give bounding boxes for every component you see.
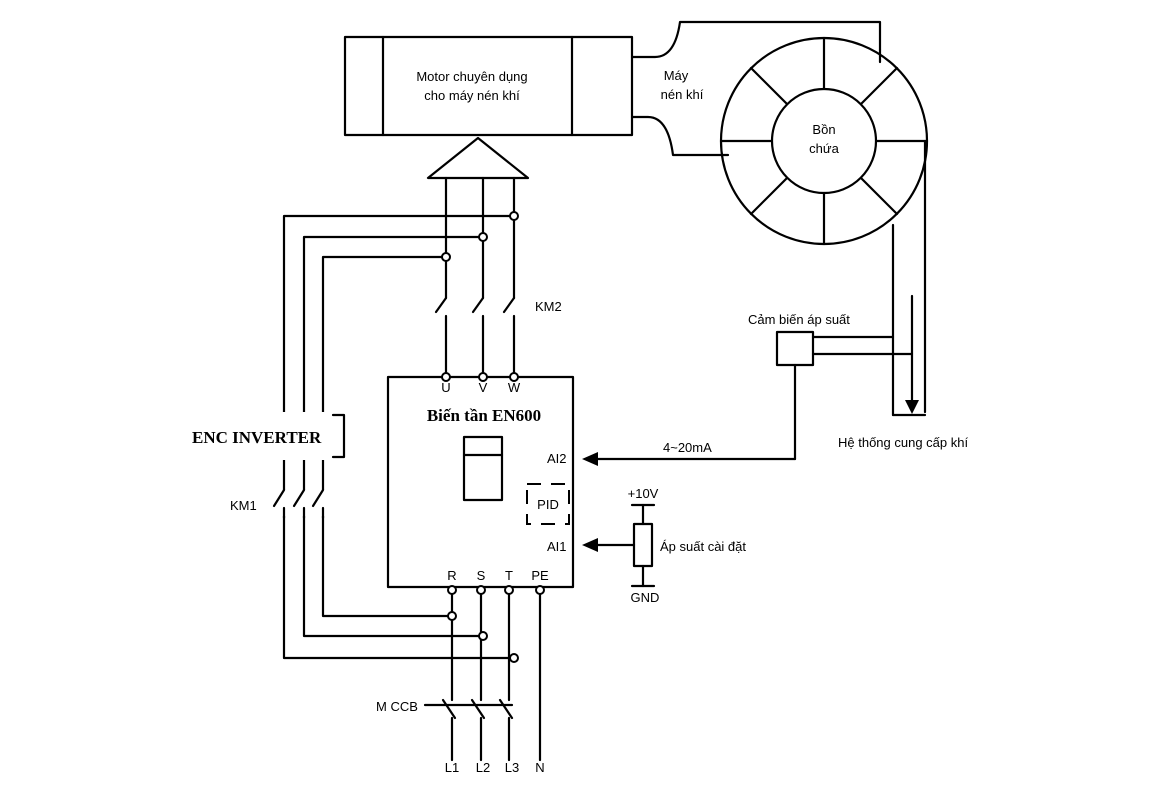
terminal-t: T: [505, 568, 513, 583]
km1-label: KM1: [230, 498, 257, 513]
air-pipe: [878, 48, 927, 417]
inverter-box: Biến tần EN600 PID AI2 AI1 U V W R S T P…: [386, 375, 575, 589]
mains-lines: [450, 588, 542, 762]
ai1-label: AI1: [547, 539, 567, 554]
air-supply-label: Hệ thống cung cấp khí: [838, 435, 968, 450]
junction-nodes: [441, 211, 545, 663]
brand-label: ENC INVERTER: [192, 428, 322, 447]
setpoint-label: Áp suất cài đặt: [660, 539, 746, 554]
mains-l1: L1: [445, 760, 459, 775]
terminal-w: W: [508, 380, 521, 395]
compressor-body: Máy nén khí: [630, 20, 882, 157]
terminal-s: S: [477, 568, 486, 583]
km2-label: KM2: [535, 299, 562, 314]
setpoint-potentiometer: +10V GND Áp suất cài đặt: [582, 486, 746, 605]
contactor-km2: KM2: [434, 296, 562, 376]
contactor-km1: KM1: [230, 488, 336, 520]
terminal-r: R: [447, 568, 456, 583]
signal-line-ai2: 4~20mA: [582, 440, 797, 466]
compressor-label-line2: nén khí: [661, 87, 704, 102]
terminal-u: U: [441, 380, 450, 395]
tank: Bồn chứa: [719, 36, 929, 246]
pressure-sensor: Cảm biến áp suất: [748, 312, 914, 461]
terminal-v: V: [479, 380, 488, 395]
air-flow-arrow: [905, 400, 919, 414]
mains-l3: L3: [505, 760, 519, 775]
pressure-sensor-label: Cảm biến áp suất: [748, 312, 850, 327]
motor-label-line1: Motor chuyên dụng: [416, 69, 527, 84]
compressor-label-line1: Máy: [664, 68, 689, 83]
brand-bracket: ENC INVERTER: [192, 412, 346, 460]
ai2-label: AI2: [547, 451, 567, 466]
tank-label-line1: Bồn: [812, 122, 835, 137]
tank-label-line2: chứa: [809, 141, 839, 156]
signal-label: 4~20mA: [663, 440, 712, 455]
motor-label-line2: cho máy nén khí: [424, 88, 520, 103]
pid-label: PID: [537, 497, 559, 512]
plus10v-label: +10V: [628, 486, 659, 501]
mccb-breaker: M CCB: [376, 698, 514, 720]
mains-n: N: [535, 760, 544, 775]
motor-block: Motor chuyên dụng cho máy nén khí: [343, 35, 634, 180]
inverter-title: Biến tần EN600: [427, 406, 541, 425]
mccb-label: M CCB: [376, 699, 418, 714]
gnd-label: GND: [631, 590, 660, 605]
terminal-pe: PE: [531, 568, 549, 583]
mains-l2: L2: [476, 760, 490, 775]
